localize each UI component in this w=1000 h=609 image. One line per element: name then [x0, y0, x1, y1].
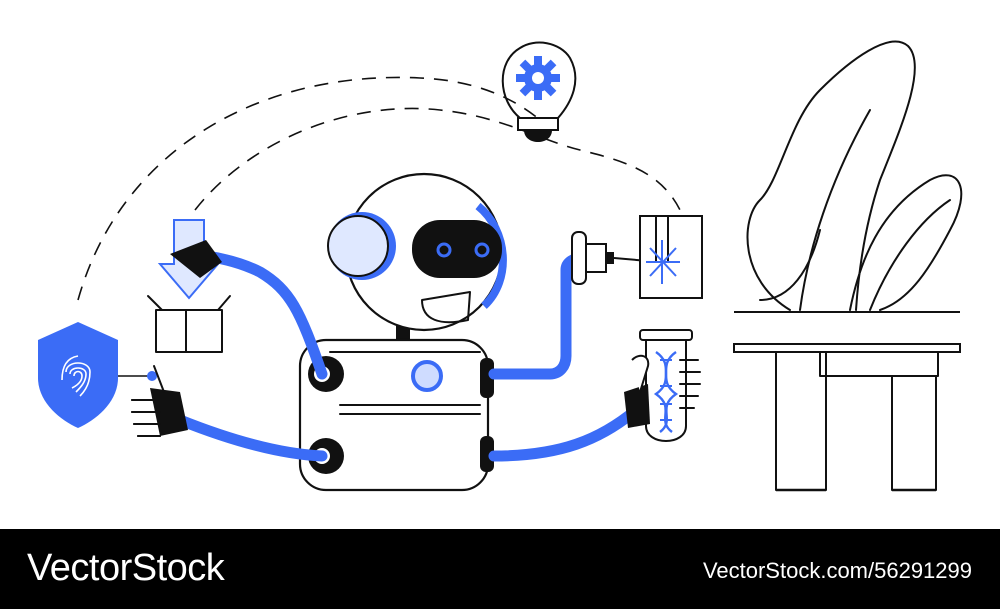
fingerprint-icon	[61, 355, 91, 397]
stock-id-link[interactable]: VectorStock.com/56291299	[702, 558, 972, 583]
footer-bar: VectorStock VectorStock.com/56291299	[0, 529, 1000, 609]
download-box-icon	[147, 219, 231, 353]
dna-test-tube	[624, 329, 701, 442]
brand-logo-text: VectorStock	[27, 547, 225, 589]
gear-icon	[516, 56, 560, 100]
side-table	[733, 311, 961, 492]
robot-arm-upper-right	[488, 252, 588, 380]
fingerprint-shield-icon	[38, 322, 157, 428]
lightbulb-gear-icon	[501, 41, 577, 142]
laser-device	[571, 215, 703, 299]
dashed-arc-outer	[77, 76, 541, 301]
robot-illustration: .ln { fill: none; stroke: #111; stroke-w…	[38, 40, 963, 492]
hand-left	[131, 365, 188, 437]
robot-arm-lower-right	[488, 404, 642, 462]
robot	[298, 172, 507, 492]
potted-plant	[746, 40, 963, 311]
dna-icon	[653, 351, 679, 433]
robot-arm-lower-left	[131, 365, 328, 462]
robot-arm-upper-left	[170, 240, 328, 380]
